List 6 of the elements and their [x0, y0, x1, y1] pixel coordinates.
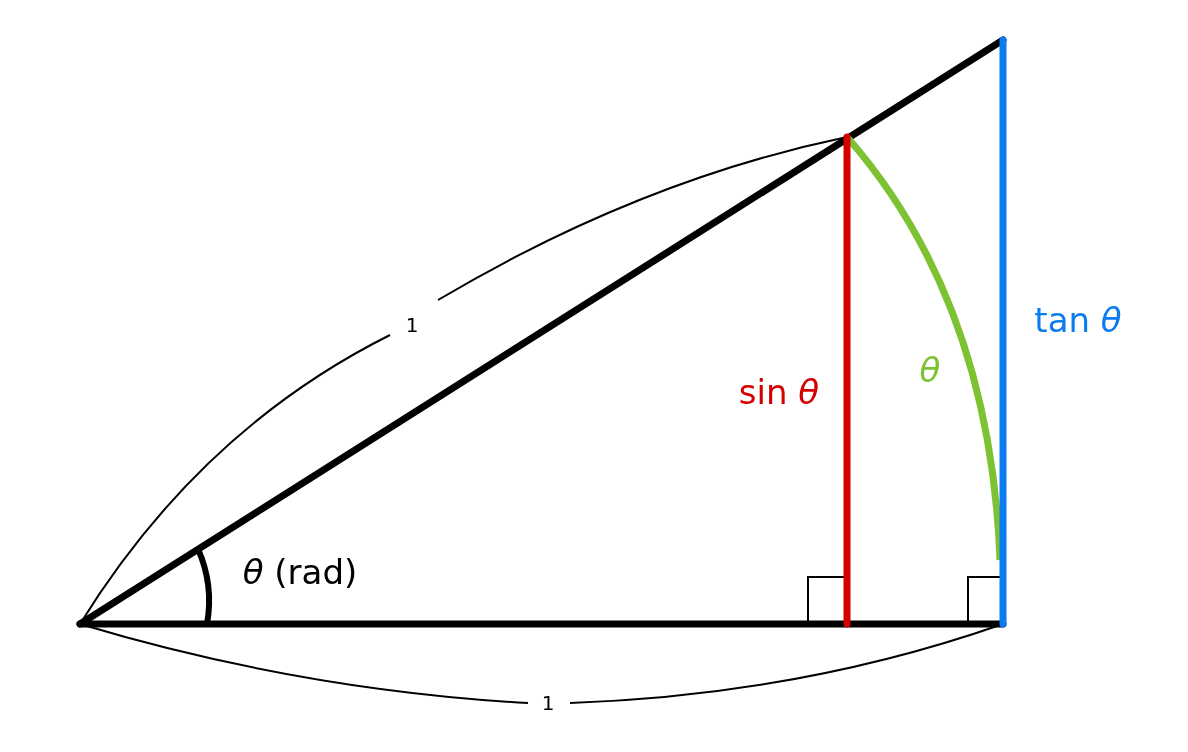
dimension-label: 1: [541, 693, 555, 713]
sine-label: sin θ: [738, 375, 820, 409]
tangent-label: tan θ: [1034, 303, 1122, 337]
angle-label: θ (rad): [242, 555, 358, 589]
dimension-label: 1: [405, 315, 419, 335]
arc-label: θ: [919, 353, 941, 387]
